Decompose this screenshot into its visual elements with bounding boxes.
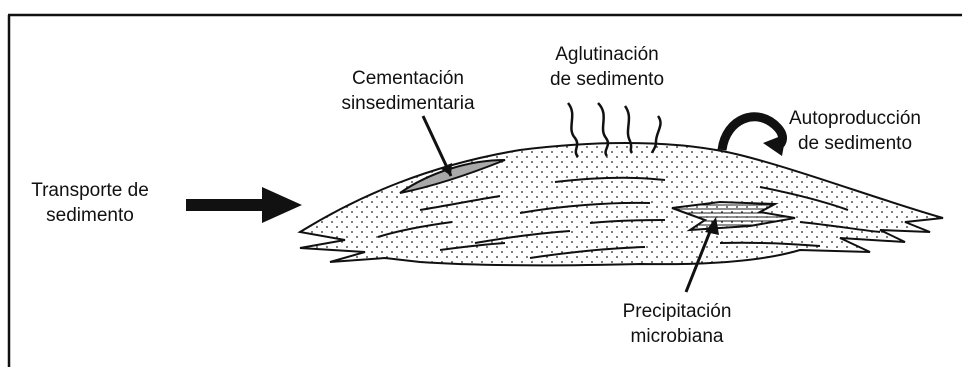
microbial-mat-body: [300, 143, 943, 265]
precipitation-label-line2: microbiana: [631, 326, 724, 347]
curved-arrow-icon: [722, 117, 786, 156]
thick-right-arrow-icon: [186, 187, 302, 223]
cementation-label-line1: Cementación: [352, 68, 464, 89]
cementation-label-line2: sinsedimentaria: [341, 93, 474, 114]
autoproduction-label-line2: de sedimento: [798, 133, 912, 154]
agglutination-label-line2: de sedimento: [550, 69, 664, 90]
transport-arrow-shaft: [186, 199, 268, 211]
transport-arrow-head: [262, 187, 302, 223]
precipitation-label-line1: Precipitación: [623, 301, 732, 322]
transport-label-line1: Transporte de: [31, 180, 149, 201]
agglutination-label-line1: Aglutinación: [555, 44, 659, 65]
transport-label-line2: sedimento: [46, 205, 134, 226]
autoproduction-label-line1: Autoproducción: [789, 108, 921, 129]
autoproduction-arrow-head: [763, 134, 786, 156]
